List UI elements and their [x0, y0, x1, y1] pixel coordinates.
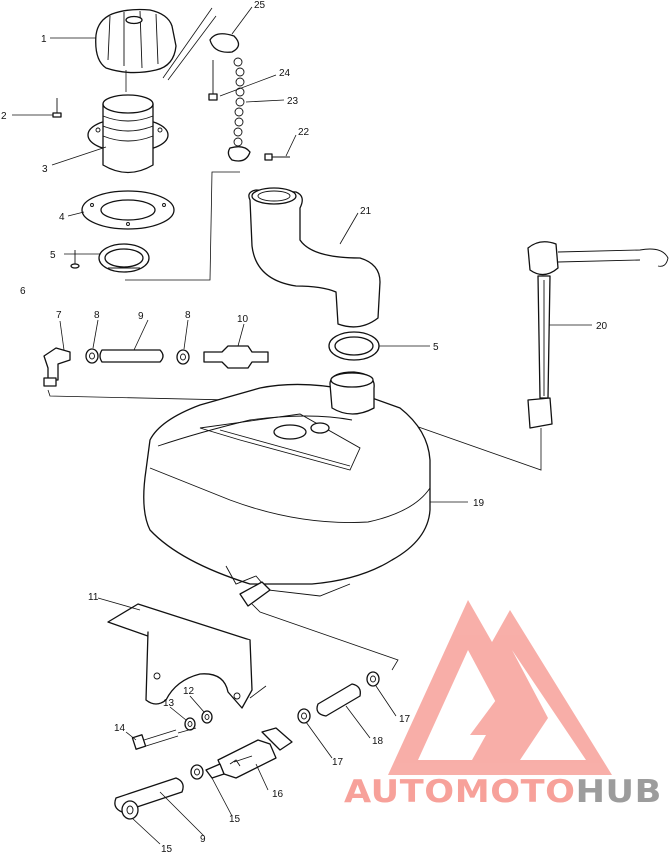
callout-2: 2 — [1, 111, 7, 122]
callout-8-left: 8 — [94, 310, 100, 321]
callout-5-upper: 5 — [50, 250, 56, 261]
fuel-cap — [95, 8, 177, 92]
callout-17-right: 17 — [399, 714, 411, 725]
hose-clamp-lower — [328, 331, 380, 361]
callout-16: 16 — [272, 789, 284, 800]
callout-25: 25 — [254, 0, 266, 11]
fuel-hose-bottom — [114, 764, 204, 820]
callout-leaders — [50, 6, 592, 845]
callout-11: 11 — [88, 592, 99, 603]
callout-18: 18 — [372, 736, 384, 747]
callout-19: 19 — [473, 498, 485, 509]
callout-15-bottom: 15 — [161, 844, 173, 853]
callout-22: 22 — [298, 127, 310, 138]
mount-hardware — [131, 710, 213, 750]
callout-14: 14 — [114, 723, 126, 734]
fuel-tank — [143, 371, 431, 607]
callout-labels: 1 2 3 4 5 6 7 8 9 8 10 25 24 23 22 21 5 … — [1, 0, 608, 853]
callout-15-mid: 15 — [229, 814, 241, 825]
callout-13: 13 — [163, 698, 175, 709]
tether-chain — [208, 33, 251, 162]
gasket — [81, 190, 175, 230]
screw-2 — [12, 98, 62, 118]
filler-hose — [248, 187, 381, 328]
callout-5-lower: 5 — [433, 342, 439, 353]
callout-4: 4 — [59, 212, 65, 223]
callout-1: 1 — [41, 34, 47, 45]
fuel-gauge-sender — [369, 241, 669, 471]
screw-6 — [70, 250, 80, 269]
callout-23: 23 — [287, 96, 299, 107]
fuel-filter — [205, 727, 293, 779]
callout-17-left: 17 — [332, 757, 344, 768]
callout-7: 7 — [56, 310, 62, 321]
callout-12: 12 — [183, 686, 195, 697]
mount-bracket — [107, 603, 267, 709]
callout-10: 10 — [237, 314, 249, 325]
hose-clamp-upper — [98, 243, 150, 273]
fuel-hose-right — [297, 671, 380, 724]
callout-20: 20 — [596, 321, 608, 332]
screw-22 — [264, 153, 290, 161]
callout-24: 24 — [279, 68, 291, 79]
callout-3: 3 — [42, 164, 48, 175]
callout-21: 21 — [360, 206, 372, 217]
vent-line-assembly — [43, 345, 325, 421]
filler-neck — [87, 94, 169, 174]
watermark-logo-icon — [388, 600, 612, 775]
callout-9-upper: 9 — [138, 311, 144, 322]
callout-9-bottom: 9 — [200, 834, 206, 845]
callout-8-right: 8 — [185, 310, 191, 321]
watermark-text-automoto: AUTOMOTO — [344, 774, 576, 810]
watermark-text-hub: HUB — [576, 774, 662, 810]
callout-6: 6 — [20, 286, 26, 297]
